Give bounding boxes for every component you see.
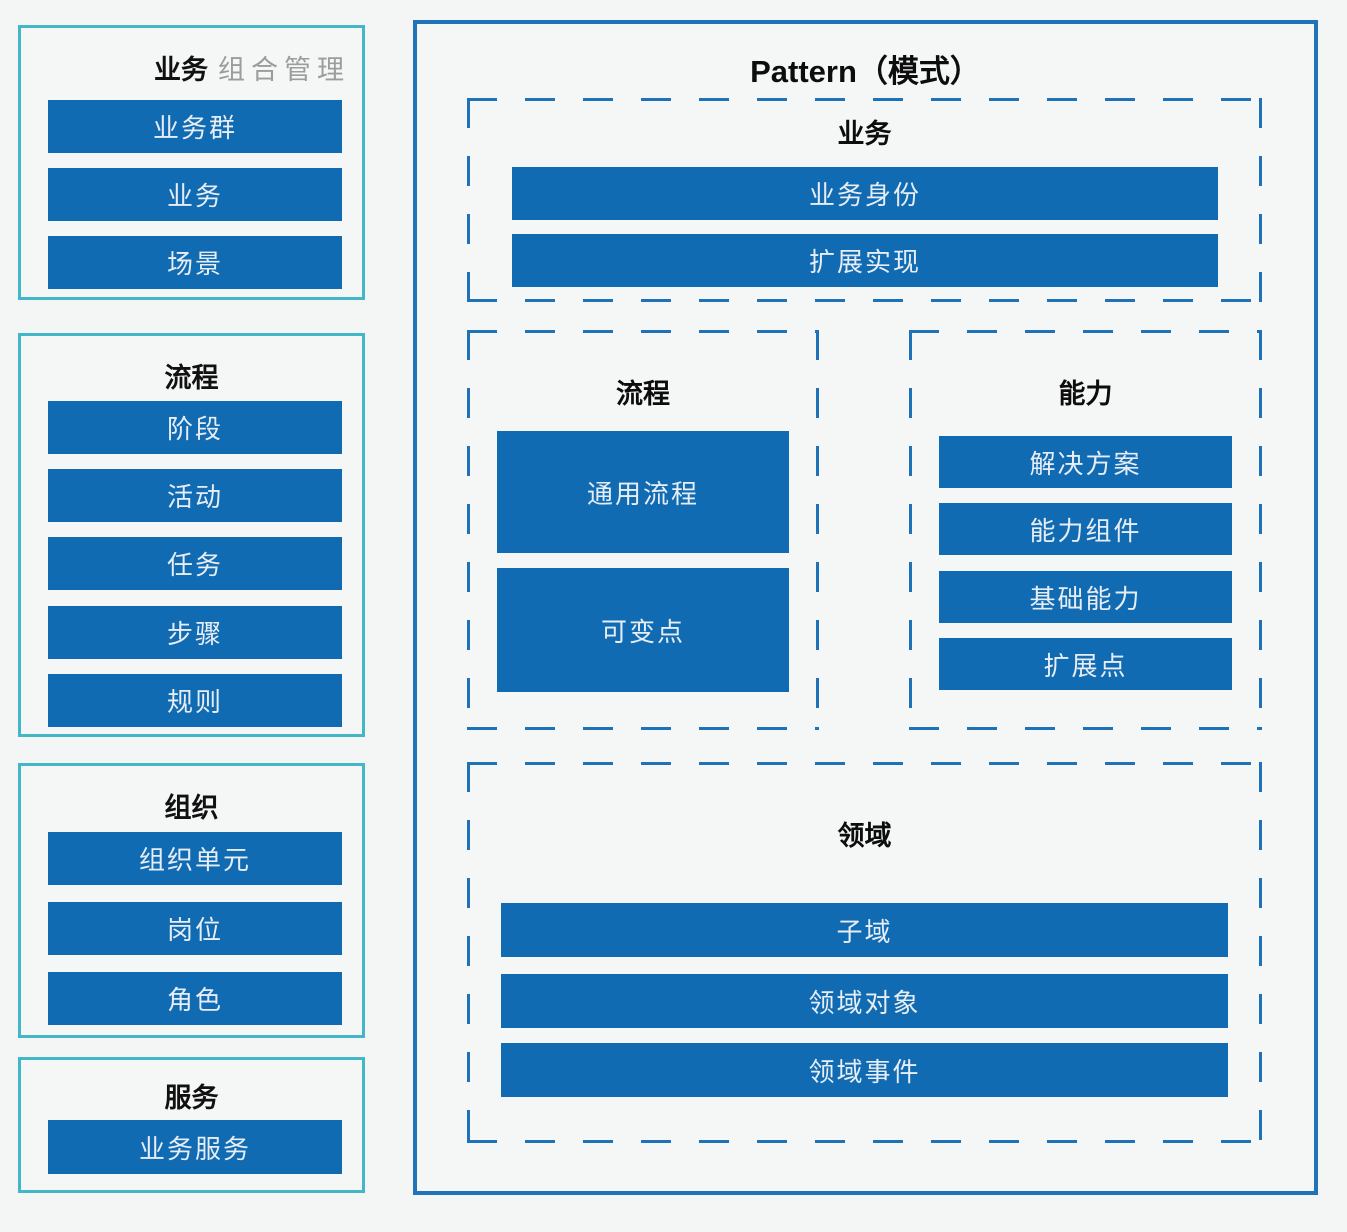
node-step: 步骤 [48,606,342,659]
node-business-group: 业务群 [48,100,342,153]
node-scenario: 场景 [48,236,342,289]
panel-business-title: 业务组合管理 [21,48,362,87]
node-solution: 解决方案 [939,436,1232,488]
node-activity: 活动 [48,469,342,522]
node-subdomain: 子域 [501,903,1228,957]
section-capability-title: 能力 [1058,379,1113,409]
node-stage: 阶段 [48,401,342,454]
node-task: 任务 [48,537,342,590]
section-business-title: 业务 [837,119,892,149]
pattern-container: Pattern（模式） 业务 业务身份 扩展实现 流程 通用流程 可变点 能力 … [413,20,1318,1195]
panel-subtitle-text: 组合管理 [218,55,350,85]
node-variable-point: 可变点 [497,568,789,692]
node-role: 角色 [48,972,342,1025]
node-rule: 规则 [48,674,342,727]
node-org-unit: 组织单元 [48,832,342,885]
section-domain: 领域 子域 领域对象 领域事件 [467,762,1262,1143]
panel-organization-title: 组织 [164,793,219,823]
panel-business-portfolio: 业务组合管理 业务群 业务 场景 [18,25,365,300]
panel-process: 流程 阶段 活动 任务 步骤 规则 [18,333,365,737]
section-capability: 能力 解决方案 能力组件 基础能力 扩展点 [909,330,1262,730]
node-domain-event: 领域事件 [501,1043,1228,1097]
node-post: 岗位 [48,902,342,955]
node-generic-process: 通用流程 [497,431,789,553]
section-business: 业务 业务身份 扩展实现 [467,98,1262,302]
section-process: 流程 通用流程 可变点 [467,330,819,730]
node-extension-point: 扩展点 [939,638,1232,690]
section-domain-title: 领域 [837,821,892,851]
node-extension-implementation: 扩展实现 [512,234,1218,287]
panel-service-title: 服务 [164,1083,219,1113]
panel-service: 服务 业务服务 [18,1057,365,1193]
panel-process-title: 流程 [164,363,219,393]
node-domain-object: 领域对象 [501,974,1228,1028]
node-business-identity: 业务身份 [512,167,1218,220]
node-business: 业务 [48,168,342,221]
section-process-title: 流程 [616,379,670,409]
node-capability-component: 能力组件 [939,503,1232,555]
panel-organization: 组织 组织单元 岗位 角色 [18,763,365,1038]
node-basic-capability: 基础能力 [939,571,1232,623]
panel-title-text: 业务 [154,55,208,85]
node-business-service: 业务服务 [48,1120,342,1174]
pattern-title: Pattern（模式） [750,54,981,89]
